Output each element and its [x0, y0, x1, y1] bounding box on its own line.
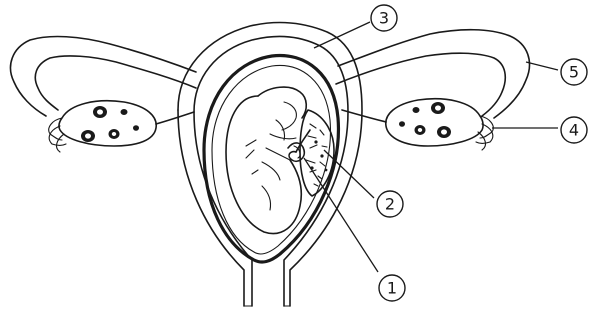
amniotic-membrane	[212, 65, 330, 254]
right-ovary	[386, 99, 483, 146]
leader-line-5	[526, 62, 558, 70]
left-oviduct	[11, 37, 196, 116]
svg-text:5: 5	[569, 63, 579, 82]
left-ovary	[59, 101, 156, 146]
left-ligament	[156, 112, 194, 124]
svg-text:3: 3	[379, 9, 389, 28]
svg-text:2: 2	[385, 195, 395, 214]
callout-2: 2	[377, 191, 403, 217]
callout-4: 4	[561, 117, 587, 143]
right-fimbriae	[476, 116, 493, 150]
callout-1: 1	[379, 275, 405, 301]
umbilical-cord	[288, 130, 310, 161]
right-follicle-2	[413, 107, 420, 113]
svg-text:1: 1	[387, 279, 397, 298]
left-follicle-2	[121, 109, 128, 115]
leader-line-3	[314, 22, 370, 48]
left-fimbriae	[49, 118, 66, 152]
svg-text:4: 4	[569, 121, 579, 140]
callout-5: 5	[561, 59, 587, 85]
callout-3: 3	[371, 5, 397, 31]
